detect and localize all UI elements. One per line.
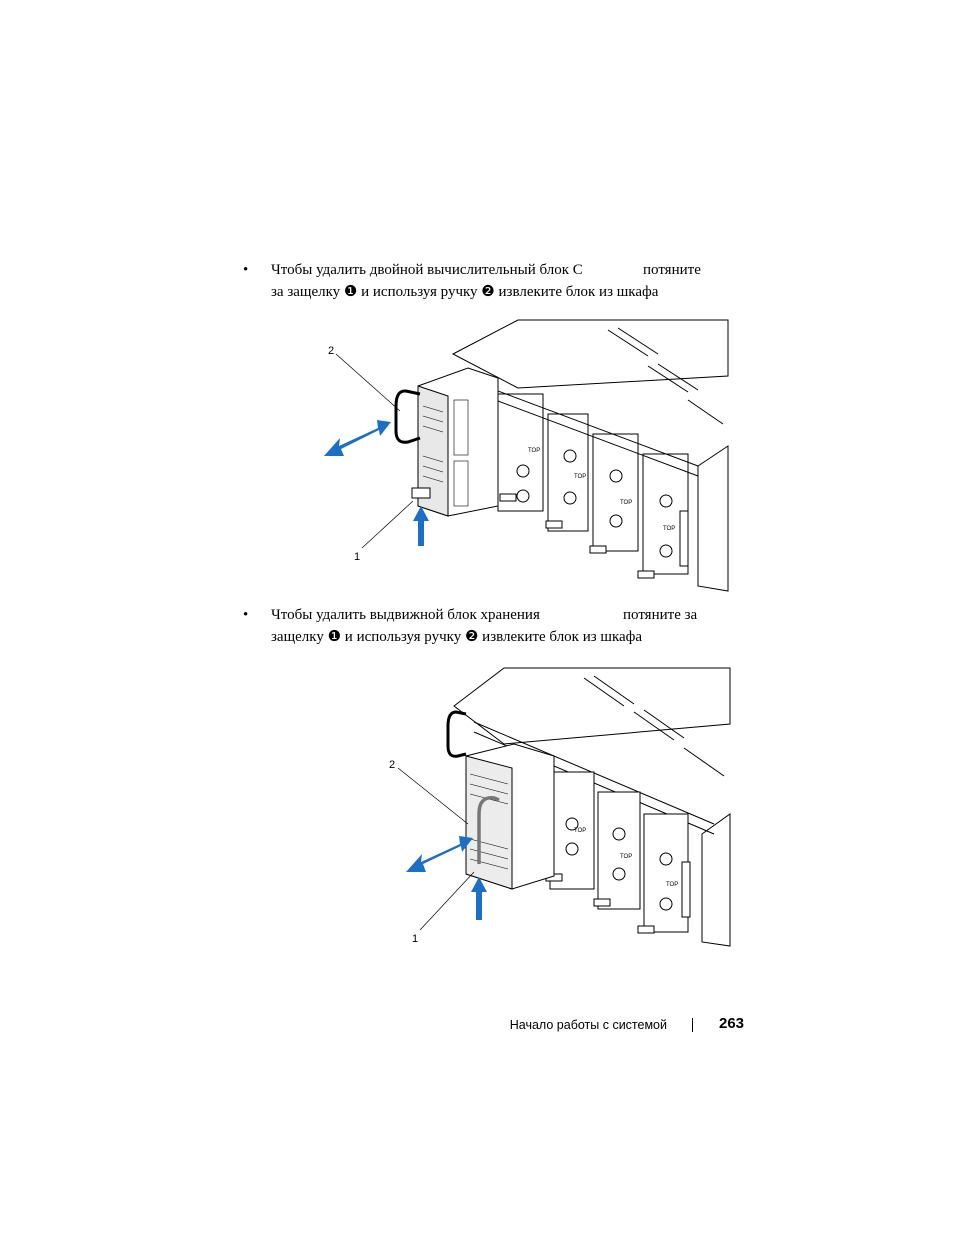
chassis-foot <box>593 898 611 907</box>
paragraph-2-text-c: защелку ❶ и используя ручку ❷ извлеките … <box>271 629 643 645</box>
slot-panel-3 <box>592 433 639 552</box>
chassis-foot <box>545 520 563 529</box>
panel-hole <box>659 544 673 558</box>
slot-panel-4 <box>642 453 689 575</box>
panel-hole <box>612 827 626 841</box>
slot-label-top: TOP <box>620 854 632 860</box>
latch-arrow <box>413 506 429 546</box>
page-number: 263 <box>719 1015 745 1032</box>
paragraph-1-text-b: потяните <box>643 262 701 278</box>
paragraph-2-text-b: потяните за <box>623 607 698 623</box>
callout-2: 2 <box>389 759 395 771</box>
panel-hole <box>516 489 530 503</box>
panel-hole <box>563 449 577 463</box>
panel-hole <box>565 842 579 856</box>
panel-hole <box>609 514 623 528</box>
compute-block-face <box>417 385 449 517</box>
compute-block-detail <box>422 399 469 507</box>
paragraph-2: Чтобы удалить выдвижной блок хранения по… <box>271 604 711 648</box>
slot-label-top: TOP <box>666 882 678 888</box>
slot-panel-3 <box>643 813 689 933</box>
slot-label-top: TOP <box>663 526 675 532</box>
compute-block-handle <box>394 389 421 444</box>
paragraph-2-line-1: Чтобы удалить выдвижной блок хранения по… <box>271 604 711 626</box>
paragraph-2-line-2: защелку ❶ и используя ручку ❷ извлеките … <box>271 626 711 648</box>
panel-hole <box>563 491 577 505</box>
paragraph-1: Чтобы удалить двойной вычислительный бло… <box>271 259 711 303</box>
chassis-foot <box>637 925 655 934</box>
storage-block-handle <box>477 796 500 864</box>
chassis-foot <box>589 545 607 554</box>
footer-separator <box>692 1018 693 1032</box>
side-bracket <box>679 510 689 567</box>
side-bracket <box>681 861 691 918</box>
bullet-2: • <box>243 607 249 623</box>
footer-title: Начало работы с системой <box>509 1018 667 1032</box>
slot-label-top: TOP <box>574 828 586 834</box>
storage-block-detail <box>469 773 509 870</box>
chassis-side <box>697 445 729 592</box>
panel-hole <box>565 817 579 831</box>
figure-storage-block-removal: TOP TOP TOP 2 1 <box>389 667 731 947</box>
chassis-foot <box>499 493 517 502</box>
callout-2: 2 <box>328 345 334 357</box>
chassis-foot <box>637 570 655 579</box>
slot-label-top: TOP <box>528 448 540 454</box>
chassis-top <box>453 667 731 745</box>
paragraph-1-line-1: Чтобы удалить двойной вычислительный бло… <box>271 259 711 281</box>
panel-hole <box>659 897 673 911</box>
pull-arrow <box>406 836 473 872</box>
paragraph-1-line-2: за защелку ❶ и используя ручку ❷ извлеки… <box>271 281 711 303</box>
figure-compute-block-removal: TOP TOP TOP TOP 2 1 <box>324 319 729 592</box>
panel-hole <box>659 494 673 508</box>
slot-label-top: TOP <box>574 474 586 480</box>
slot-label-top: TOP <box>620 500 632 506</box>
latch-arrow <box>471 877 487 920</box>
page-footer: Начало работы с системой 263 <box>0 1014 954 1038</box>
panel-hole <box>659 852 673 866</box>
top-vents <box>607 327 724 425</box>
paragraph-1-text-c: за защелку ❶ и используя ручку ❷ извлеки… <box>271 284 659 300</box>
panel-hole <box>609 469 623 483</box>
pull-arrow <box>324 420 391 456</box>
chassis-top <box>451 319 729 389</box>
panel-hole <box>516 464 530 478</box>
top-vents <box>583 675 725 777</box>
upper-block-handle <box>446 710 467 758</box>
callout-1: 1 <box>354 551 360 563</box>
chassis-side <box>701 813 731 947</box>
paragraph-1-text-a: Чтобы удалить двойной вычислительный бло… <box>271 262 583 278</box>
slot-panel-2 <box>547 413 589 532</box>
paragraph-2-text-a: Чтобы удалить выдвижной блок хранения <box>271 607 540 623</box>
panel-hole <box>612 867 626 881</box>
bullet-1: • <box>243 262 249 278</box>
slot-panel-2 <box>597 791 641 910</box>
compute-block-latch <box>411 487 431 499</box>
callout-1: 1 <box>412 933 418 945</box>
storage-block-face <box>465 755 513 890</box>
